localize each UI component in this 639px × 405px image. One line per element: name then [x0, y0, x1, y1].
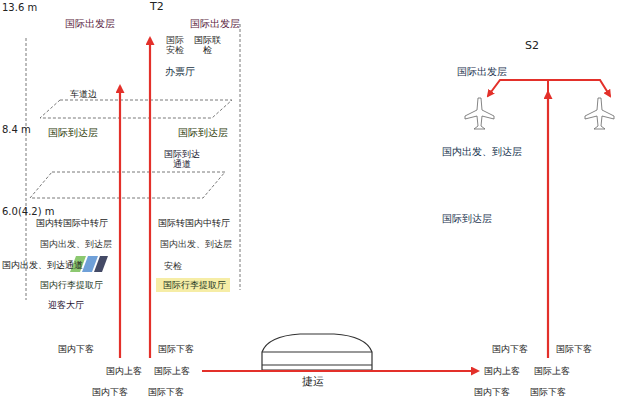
node-text: 国际安检	[162, 35, 188, 56]
node-text: 国内出发、到达层	[40, 239, 112, 249]
flow-arrow	[119, 86, 121, 358]
node-text: 国内上客	[484, 366, 520, 376]
building-name: T2	[150, 1, 164, 14]
area-label: 国际转国内中转厅	[158, 218, 230, 228]
node-text: 国际下客	[148, 387, 184, 397]
node-text: 国内出发、到达层	[160, 239, 232, 249]
area-label: 国内转国际中转厅	[36, 218, 108, 228]
flow-arrow	[202, 370, 478, 372]
airplane-icon	[465, 98, 614, 129]
node-text: 国内行李提取厅	[40, 280, 103, 290]
flow-arrow	[547, 92, 549, 358]
node-shape	[40, 58, 230, 86]
floor-plane: 国际到达层	[410, 207, 625, 235]
floor-plane: 办票厅	[40, 58, 230, 86]
node-text: 国内下客	[492, 344, 528, 354]
node-text: 国内下客	[474, 387, 510, 397]
floor-plane: 国内出发、到达层	[410, 140, 620, 190]
level-height: 8.4 m	[2, 124, 31, 136]
node-text: 国际下客	[530, 387, 566, 397]
floor-plane: 国际出发层	[432, 60, 632, 92]
node-text: 国际联检	[192, 35, 222, 56]
node-text: 国际行李提取厅	[163, 280, 226, 290]
level-height: 13.6 m	[2, 2, 37, 14]
level-height: 6.0(4.2) m	[2, 206, 55, 218]
metro-train	[262, 334, 372, 370]
node-text: 国际到达层	[442, 213, 492, 225]
floor-plane: 国际到达层 国际到达层	[28, 122, 243, 144]
floor-plane: 国内行李提取厅 国际行李提取厅	[28, 276, 238, 296]
node-text: 国际出发层	[65, 18, 115, 30]
station-pad: 国内下客国际下客国内上客国际上客国内下客国际下客	[478, 358, 582, 384]
node-text: 国际出发层	[457, 66, 507, 78]
zone-box: 国际到达通道	[162, 146, 202, 172]
node-text: 国际上客	[154, 366, 190, 376]
dashed-outline	[26, 24, 240, 300]
floor-plane: 国际出发层 国际出发层	[25, 10, 240, 38]
zone-box: 国际安检	[160, 32, 190, 58]
floor-plane: 国内出发、到达层 国内出发、到达层	[28, 234, 243, 256]
node-text: 国内上客	[106, 366, 142, 376]
node-text: 国际下客	[158, 344, 194, 354]
node-text: 办票厅	[165, 66, 195, 78]
zone-box: 国际联检	[190, 32, 224, 58]
node-text: 国内出发、到达层	[442, 146, 522, 158]
node-text: 国际到达层	[48, 127, 98, 139]
node-text: 迎客大厅	[48, 300, 84, 310]
floor-plane: 迎客大厅	[28, 297, 228, 315]
node-text: 安检	[164, 261, 182, 271]
node-text: 国际下客	[556, 344, 592, 354]
building-name: S2	[525, 40, 539, 53]
node-text: 国际到达通道	[164, 149, 200, 170]
area-label: 国内出发、到达通道	[2, 260, 83, 270]
station-pad: 国内下客国际下客国内上客国际上客国内下客国际下客	[98, 358, 202, 384]
flow-arrow	[149, 38, 151, 358]
node-text: 国内下客	[92, 387, 128, 397]
node-text: 国际到达层	[178, 127, 228, 139]
area-label: 车道边	[70, 89, 97, 99]
node-text: 国际上客	[534, 366, 570, 376]
system-label: 捷运	[302, 376, 324, 389]
node-text: 国际出发层	[190, 18, 240, 30]
node-text: 国内下客	[58, 344, 94, 354]
zone-box: 安检	[160, 258, 186, 274]
